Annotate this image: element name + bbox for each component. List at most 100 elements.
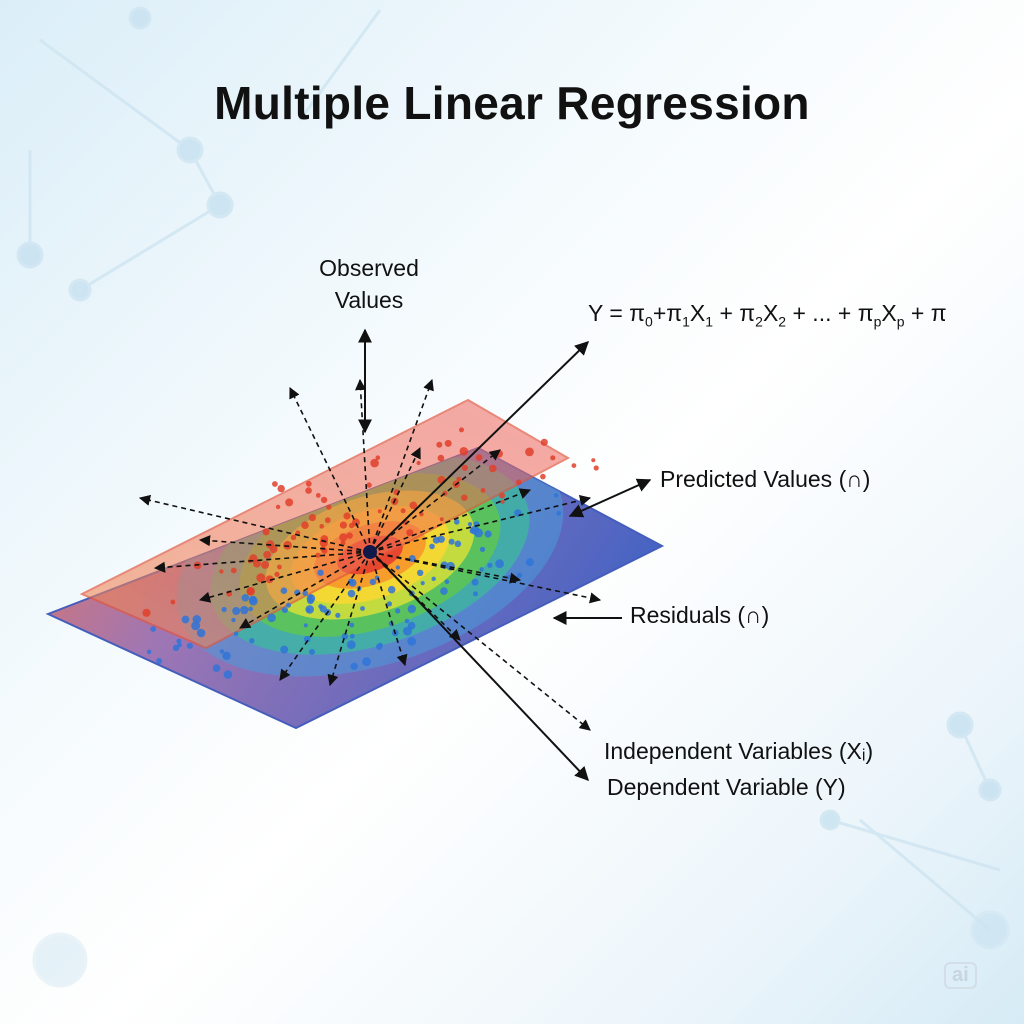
label-arrows xyxy=(358,328,652,782)
formula-b1: +π xyxy=(652,300,683,326)
data-point xyxy=(262,528,270,536)
data-point xyxy=(350,662,358,670)
data-point xyxy=(172,644,180,651)
data-point xyxy=(263,550,272,559)
background-network xyxy=(16,6,1010,988)
data-point xyxy=(274,571,280,577)
data-point xyxy=(400,508,406,514)
data-point xyxy=(454,519,460,525)
formula-error: + π xyxy=(904,300,947,326)
data-point xyxy=(309,648,315,655)
data-point xyxy=(280,587,288,594)
data-point xyxy=(516,479,522,486)
formula-ellipsis: + ... + π xyxy=(786,300,874,326)
data-point xyxy=(444,579,450,584)
formula-lhs: Y = xyxy=(588,300,630,326)
data-point xyxy=(240,605,249,615)
data-point xyxy=(339,521,347,529)
data-point xyxy=(343,512,351,520)
data-point xyxy=(177,642,182,648)
data-point xyxy=(417,569,424,576)
residual-arrow xyxy=(198,535,371,553)
convergence-point xyxy=(363,545,377,559)
residual-arrow xyxy=(279,551,371,681)
data-point xyxy=(335,612,341,618)
data-point xyxy=(269,545,278,554)
data-point xyxy=(499,492,506,499)
data-point xyxy=(146,649,152,655)
data-point xyxy=(436,441,443,448)
data-point xyxy=(484,530,492,538)
formula-x2: X xyxy=(762,300,779,326)
data-point xyxy=(319,524,325,529)
data-point xyxy=(223,670,233,679)
data-point xyxy=(370,458,379,468)
data-point xyxy=(408,555,416,562)
formula-x2-sub: 2 xyxy=(778,313,787,330)
data-point xyxy=(319,605,327,613)
data-point xyxy=(176,638,182,644)
data-point xyxy=(386,601,392,607)
regression-formula: Y = π0+π1X1 + π2X2 + ... + πpXp + π xyxy=(588,300,947,330)
data-point xyxy=(170,599,176,605)
data-point xyxy=(275,504,281,510)
data-point xyxy=(377,509,382,514)
data-point xyxy=(301,521,309,529)
independent-variables-label: Independent Variables (Xᵢ) xyxy=(604,738,874,764)
data-point xyxy=(277,564,282,570)
data-point xyxy=(387,585,396,594)
data-point xyxy=(196,628,206,638)
residual-arrow xyxy=(369,449,501,553)
residuals-label: Residuals (∩) xyxy=(630,602,770,628)
data-point xyxy=(248,596,258,606)
data-point xyxy=(290,534,297,541)
data-point xyxy=(315,493,321,498)
data-point xyxy=(317,569,324,576)
data-point xyxy=(366,482,372,488)
formula-x1: X xyxy=(689,300,706,326)
data-point xyxy=(409,501,418,510)
residual-arrow xyxy=(369,551,522,584)
formula-xp-sub: p xyxy=(896,313,905,330)
data-point xyxy=(348,579,357,587)
data-point xyxy=(416,460,421,466)
data-point xyxy=(281,606,288,614)
residual-arrow xyxy=(354,378,371,553)
data-point xyxy=(303,623,308,628)
formula-b1-sub: 1 xyxy=(682,313,690,330)
residual-arrow xyxy=(369,551,408,667)
data-point xyxy=(553,493,559,498)
data-point xyxy=(221,606,227,613)
predicted-arrow xyxy=(568,478,652,518)
data-point xyxy=(495,559,504,569)
data-point xyxy=(302,590,309,596)
data-point xyxy=(407,604,416,614)
data-point xyxy=(230,567,237,574)
dependent-variable-label: Dependent Variable (Y) xyxy=(607,774,846,800)
data-point xyxy=(480,488,486,493)
data-points xyxy=(142,427,599,679)
data-point xyxy=(267,613,276,623)
residual-arrow xyxy=(369,446,421,553)
data-point xyxy=(516,572,523,578)
data-point xyxy=(340,540,346,546)
data-point xyxy=(150,626,157,632)
data-point xyxy=(320,496,328,504)
residual-arrow xyxy=(198,551,371,603)
data-point xyxy=(593,465,599,471)
data-point xyxy=(407,636,417,646)
data-point xyxy=(489,464,497,473)
observed-values-label: Observed Values xyxy=(319,255,419,313)
data-point xyxy=(470,525,480,535)
data-point xyxy=(479,567,484,572)
data-point xyxy=(444,439,452,447)
residual-arrow xyxy=(289,386,371,553)
data-point xyxy=(249,638,255,644)
data-point xyxy=(181,615,190,624)
data-point xyxy=(467,522,473,527)
formula-b0-sub: 0 xyxy=(645,313,653,330)
data-point xyxy=(420,581,425,586)
data-point xyxy=(432,536,440,544)
data-point xyxy=(437,454,445,462)
